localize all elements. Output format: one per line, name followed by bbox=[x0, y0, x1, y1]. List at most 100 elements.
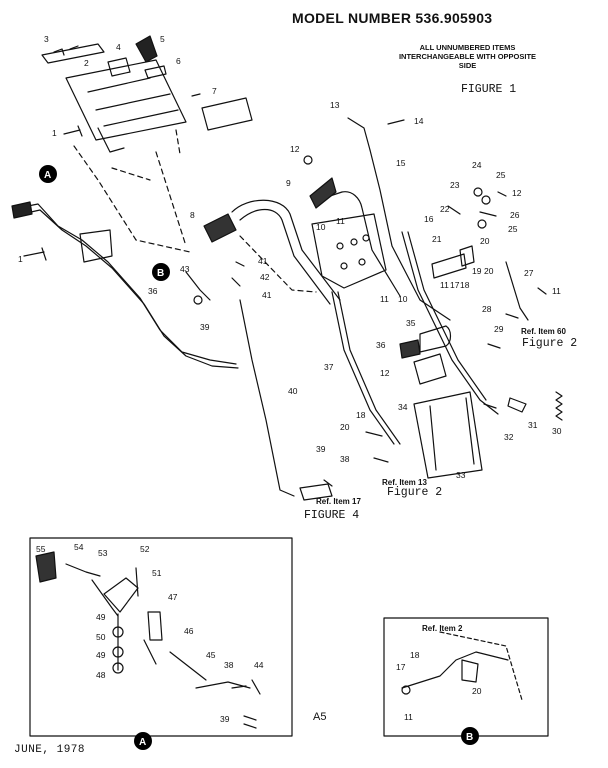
inset-b-rod bbox=[401, 651, 509, 689]
part-16-rod bbox=[401, 231, 499, 415]
part-9-handle-left bbox=[231, 199, 341, 301]
pn-40: 40 bbox=[288, 386, 298, 396]
pn-18-inset: 18 bbox=[410, 650, 420, 660]
pn-29: 29 bbox=[494, 324, 504, 334]
ref-item-60-label: Ref. Item 60 bbox=[521, 327, 566, 336]
part-2-control-panel bbox=[65, 59, 187, 141]
pn-31: 31 bbox=[528, 420, 538, 430]
part-34-bracket bbox=[413, 353, 447, 385]
part-36-roller bbox=[399, 339, 421, 359]
pn-38: 38 bbox=[340, 454, 350, 464]
inset-b-nut bbox=[401, 685, 411, 695]
pn-11-mid: 11 bbox=[380, 294, 389, 304]
pn-41-b: 41 bbox=[262, 290, 272, 300]
inset-b-bracket bbox=[461, 659, 479, 683]
pn-39-lower: 39 bbox=[316, 444, 326, 454]
pn-16: 16 bbox=[424, 214, 434, 224]
pn-19: 19 bbox=[472, 266, 482, 276]
pn-24: 24 bbox=[472, 160, 482, 170]
part-1-screw-top bbox=[63, 125, 83, 137]
part-33-edges bbox=[429, 397, 475, 471]
part-7-plate bbox=[201, 97, 253, 131]
pn-39-inset: 39 bbox=[220, 714, 230, 724]
pn-17: 17 bbox=[450, 280, 460, 290]
ref-item-13-label: Ref. Item 13 bbox=[382, 478, 427, 487]
part-3-slots bbox=[53, 45, 79, 56]
part-5-knob bbox=[135, 35, 158, 63]
part-39-washer bbox=[193, 295, 203, 305]
pn-1-left: 1 bbox=[18, 254, 23, 264]
pn-25-a: 25 bbox=[496, 170, 506, 180]
pn-2: 2 bbox=[84, 58, 89, 68]
part-number-labels: 3 4 5 6 2 7 1 1 8 9 10 11 12 13 14 15 16… bbox=[18, 34, 562, 724]
pn-22: 22 bbox=[440, 204, 450, 214]
part-45-pin bbox=[169, 651, 207, 681]
part-3-plate bbox=[41, 43, 105, 64]
part-10-bracket-plate bbox=[311, 213, 387, 289]
part-14-screw bbox=[387, 119, 405, 125]
pn-27: 27 bbox=[524, 268, 534, 278]
footer-date: JUNE, 1978 bbox=[14, 744, 86, 756]
figure-1-label: FIGURE 1 bbox=[461, 83, 517, 96]
pn-35: 35 bbox=[406, 318, 416, 328]
pn-51: 51 bbox=[152, 568, 162, 578]
pn-55: 55 bbox=[36, 544, 46, 554]
part-37-rod bbox=[331, 291, 395, 445]
pn-20-a: 20 bbox=[480, 236, 490, 246]
pn-11-b: 11 bbox=[440, 280, 449, 290]
pn-6: 6 bbox=[176, 56, 181, 66]
svg-text:A: A bbox=[44, 170, 51, 181]
part-47-clip bbox=[147, 611, 163, 641]
callout-b-main: B bbox=[152, 263, 170, 281]
part-35-pivot bbox=[419, 325, 452, 353]
pn-17-inset: 17 bbox=[396, 662, 406, 672]
pn-36-right: 36 bbox=[376, 340, 386, 350]
pn-20-inset: 20 bbox=[472, 686, 482, 696]
callout-a-top: A bbox=[39, 165, 57, 183]
part-37-rod-inner bbox=[337, 291, 401, 445]
inset-b-hidden bbox=[439, 631, 523, 701]
pn-15: 15 bbox=[396, 158, 406, 168]
callout-b-inset: B bbox=[461, 727, 479, 745]
part-40-rod bbox=[239, 299, 295, 497]
part-9-grip-right bbox=[309, 177, 337, 209]
interchangeable-note: ALL UNNUMBERED ITEMS INTERCHANGEABLE WIT… bbox=[398, 43, 537, 70]
pn-28: 28 bbox=[482, 304, 492, 314]
part-19-block bbox=[459, 245, 475, 267]
plate-hole-1 bbox=[336, 242, 344, 250]
part-9-handle-inner bbox=[239, 208, 331, 305]
pn-5: 5 bbox=[160, 34, 165, 44]
part-29-pin bbox=[487, 343, 501, 349]
ref-item-17-label: Ref. Item 17 bbox=[316, 497, 361, 506]
plate-hole-2 bbox=[350, 238, 358, 246]
pn-52: 52 bbox=[140, 544, 150, 554]
part-25-nut-2 bbox=[477, 219, 487, 229]
part-2-panel-tab bbox=[97, 127, 125, 153]
pn-23: 23 bbox=[450, 180, 460, 190]
figure-2-label-center: Figure 2 bbox=[387, 486, 443, 499]
pn-53: 53 bbox=[98, 548, 108, 558]
svg-text:B: B bbox=[157, 268, 164, 279]
part-39-inset bbox=[243, 715, 257, 729]
part-16-rod-inner bbox=[407, 231, 487, 401]
part-46-pin bbox=[143, 639, 157, 665]
part-9-handle-right bbox=[317, 191, 401, 297]
callout-a-inset: A bbox=[134, 732, 152, 750]
part-15-rod bbox=[369, 149, 451, 321]
shift-handle-grip bbox=[11, 201, 33, 219]
part-26-pin bbox=[479, 211, 497, 217]
pn-21: 21 bbox=[432, 234, 442, 244]
part-53-rod bbox=[91, 579, 119, 617]
part-27-rod bbox=[505, 261, 529, 321]
pn-12-top: 12 bbox=[290, 144, 300, 154]
pn-34: 34 bbox=[398, 402, 408, 412]
pn-18: 18 bbox=[460, 280, 470, 290]
page-code: A5 bbox=[313, 711, 327, 723]
pn-8: 8 bbox=[190, 210, 195, 220]
hidden-line-1 bbox=[73, 145, 191, 253]
pn-9: 9 bbox=[286, 178, 291, 188]
pn-32: 32 bbox=[504, 432, 514, 442]
pn-49-a: 49 bbox=[96, 612, 106, 622]
